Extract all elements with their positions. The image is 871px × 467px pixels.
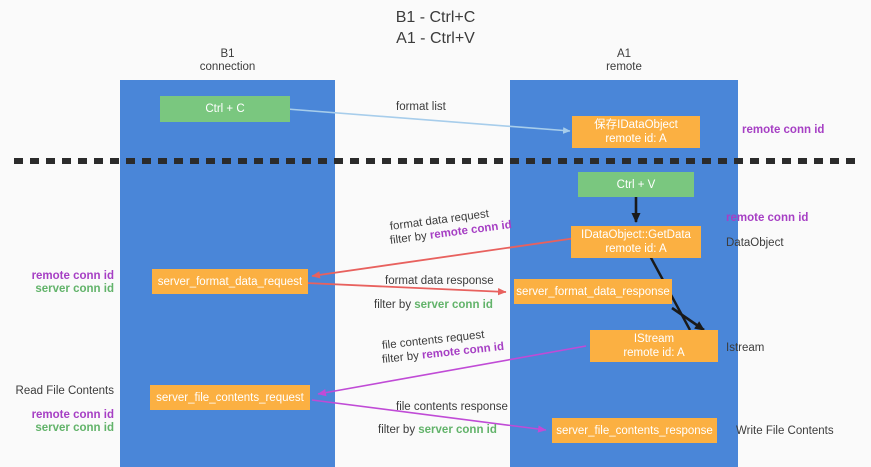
edge-label-file-contents-response: file contents response [396, 401, 508, 413]
node-server-format-data-response[interactable]: server_format_data_response [514, 279, 672, 304]
node-getdata[interactable]: IDataObject::GetData remote id: A [571, 226, 701, 258]
node-server-file-contents-request[interactable]: server_file_contents_request [150, 385, 310, 410]
edge-label-format-data-response-filter-key: server conn id [414, 299, 493, 311]
node-server-file-contents-response-label: server_file_contents_response [556, 424, 713, 437]
node-ctrl-v-label: Ctrl + V [616, 178, 656, 191]
column-header-b1-line-2: connection [199, 61, 256, 73]
column-header-b1-line-1: B1 [220, 48, 235, 60]
node-getdata-line-1: IDataObject::GetData [581, 229, 691, 241]
diagram-title-line-2: A1 - Ctrl+V [396, 30, 475, 47]
node-server-file-contents-request-label: server_file_contents_request [156, 391, 304, 404]
diagram-title-line-1: B1 - Ctrl+C [395, 9, 476, 26]
edge-label-format-data-response: format data response [385, 275, 494, 287]
diagram-title: B1 - Ctrl+C A1 - Ctrl+V [0, 7, 871, 49]
edge-label-file-contents-response-filter-prefix: filter by [378, 424, 419, 436]
edge-label-file-contents-response-filter-key: server conn id [418, 424, 497, 436]
node-server-format-data-response-label: server_format_data_response [516, 285, 670, 298]
column-header-a1-line-2: remote [606, 61, 642, 73]
node-server-format-data-request-label: server_format_data_request [157, 275, 303, 288]
edge-label-format-data-response-filter: filter by server conn id [374, 298, 493, 312]
right-label-istream: Istream [726, 342, 765, 354]
node-getdata-line-2: remote id: A [605, 243, 667, 255]
edge-label-format-list: format list [396, 101, 446, 113]
node-istream[interactable]: IStream remote id: A [590, 330, 718, 362]
left-label-remote-conn-id-bottom: remote conn id [31, 409, 114, 421]
edge-label-file-contents-response-filter: filter by server conn id [378, 423, 497, 437]
right-label-write-file-contents: Write File Contents [736, 425, 834, 437]
column-header-a1-line-1: A1 [616, 48, 632, 60]
node-ctrl-c-label: Ctrl + C [205, 103, 245, 115]
column-header-b1: B1 connection [120, 48, 335, 74]
right-label-dataobject: DataObject [726, 237, 784, 249]
right-label-remote-conn-id-mid: remote conn id [726, 212, 809, 224]
left-label-remote-conn-id-mid: remote conn id [31, 270, 114, 282]
left-label-server-conn-id-bottom: server conn id [35, 422, 114, 434]
node-istream-line-1: IStream [633, 333, 675, 345]
edge-label-format-data-response-filter-prefix: filter by [374, 299, 415, 311]
node-istream-line-2: remote id: A [623, 347, 685, 359]
edge-label-file-contents-request-filter-prefix: filter by [381, 349, 423, 366]
right-label-remote-conn-id-top: remote conn id [742, 124, 825, 136]
left-label-server-conn-id-mid: server conn id [35, 283, 114, 295]
node-save-idataobject-line-1: 保存IDataObject [594, 119, 678, 131]
left-label-read-file-contents: Read File Contents [15, 385, 114, 397]
node-save-idataobject[interactable]: 保存IDataObject remote id: A [572, 116, 700, 148]
node-ctrl-v[interactable]: Ctrl + V [578, 172, 694, 197]
column-header-a1: A1 remote [510, 48, 738, 74]
node-save-idataobject-line-2: remote id: A [605, 133, 667, 145]
edge-label-format-data-request-filter-prefix: filter by [389, 229, 431, 247]
node-ctrl-c[interactable]: Ctrl + C [160, 96, 290, 122]
node-server-file-contents-response[interactable]: server_file_contents_response [552, 418, 717, 443]
node-server-format-data-request[interactable]: server_format_data_request [152, 269, 308, 294]
